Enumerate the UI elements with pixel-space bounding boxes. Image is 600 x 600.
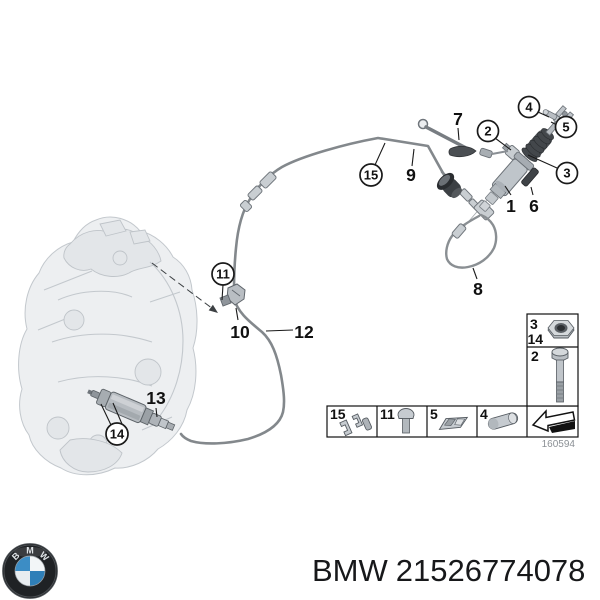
- logo-letter-b: B: [10, 550, 22, 562]
- bolt-icon: [551, 347, 569, 403]
- callout-13: 13: [146, 388, 166, 408]
- dowel-pin-icon: [487, 412, 519, 430]
- retaining-pin: [521, 167, 539, 187]
- svg-text:11: 11: [216, 267, 230, 282]
- callout-7: 7: [453, 109, 463, 129]
- logo-letter-m: M: [26, 546, 34, 556]
- brand-name: BMW: [312, 553, 389, 588]
- clutch-pipe-line: [179, 136, 449, 445]
- callout-circled-11: 11: [211, 262, 235, 286]
- callout-circled-14: 14: [105, 422, 129, 446]
- clutch-slave-cylinder: [87, 388, 176, 431]
- legend-label-3: 3: [530, 316, 538, 332]
- legend-label-14: 14: [528, 331, 544, 347]
- legend-label-2: 2: [531, 348, 539, 364]
- hose-loop-fitting: [451, 223, 467, 239]
- operating-rod: [417, 118, 509, 159]
- callout-circled-15: 15: [359, 163, 383, 187]
- callout-12: 12: [294, 322, 314, 342]
- pipe-clamp-icon: [339, 413, 372, 437]
- legend-table: 3 14 2 15: [326, 313, 579, 438]
- legend-label-4: 4: [480, 406, 488, 422]
- legend-label-15: 15: [330, 406, 346, 422]
- spring-clip-icon: [438, 416, 469, 431]
- svg-text:4: 4: [525, 100, 533, 115]
- svg-text:3: 3: [563, 166, 570, 181]
- callout-circled-4: 4: [517, 95, 541, 119]
- mount-locator-line: [151, 262, 218, 313]
- callout-circled-5: 5: [554, 115, 578, 139]
- rivet-icon: [397, 408, 415, 434]
- legend-label-11: 11: [380, 406, 395, 422]
- pipe-fitting: [239, 171, 277, 213]
- continue-arrow-icon: [531, 409, 576, 433]
- svg-text:15: 15: [364, 168, 378, 183]
- firewall-grommet: [436, 172, 462, 199]
- clutch-master-cylinder: [479, 105, 575, 212]
- callout-9: 9: [406, 165, 416, 185]
- bmw-roundel-logo: B M W: [2, 543, 58, 599]
- callout-10: 10: [230, 322, 250, 342]
- callout-circled-2: 2: [476, 119, 500, 143]
- leader-lines: [100, 111, 558, 426]
- part-number: 21526774078: [396, 553, 586, 588]
- callout-8: 8: [473, 279, 483, 299]
- svg-text:2: 2: [484, 124, 491, 139]
- svg-text:5: 5: [562, 120, 569, 135]
- callout-circled-3: 3: [555, 161, 579, 185]
- callout-6: 6: [529, 196, 539, 216]
- clevis-pin-hole: [562, 111, 568, 117]
- svg-text:14: 14: [110, 427, 125, 442]
- diagram-code: 160594: [542, 439, 576, 450]
- legend-label-5: 5: [430, 406, 438, 422]
- callout-1: 1: [506, 196, 516, 216]
- hose-loop: [445, 213, 498, 269]
- hex-nut-icon: [547, 320, 575, 339]
- pipe-bracket: [219, 283, 246, 307]
- clevis-pin: [542, 109, 558, 120]
